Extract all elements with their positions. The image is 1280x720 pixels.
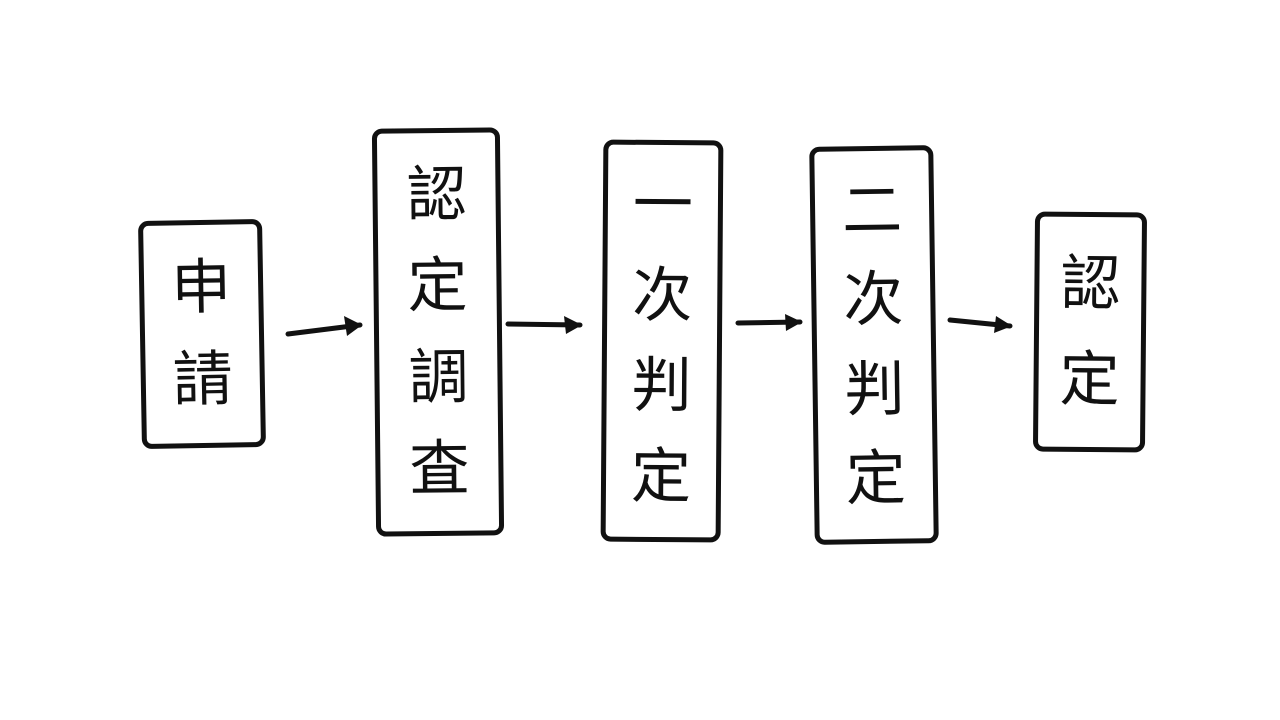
arrow-2 <box>505 316 583 334</box>
arrow-1 <box>285 316 363 337</box>
arrow-4 <box>947 316 1013 333</box>
arrow-3 <box>735 314 803 331</box>
